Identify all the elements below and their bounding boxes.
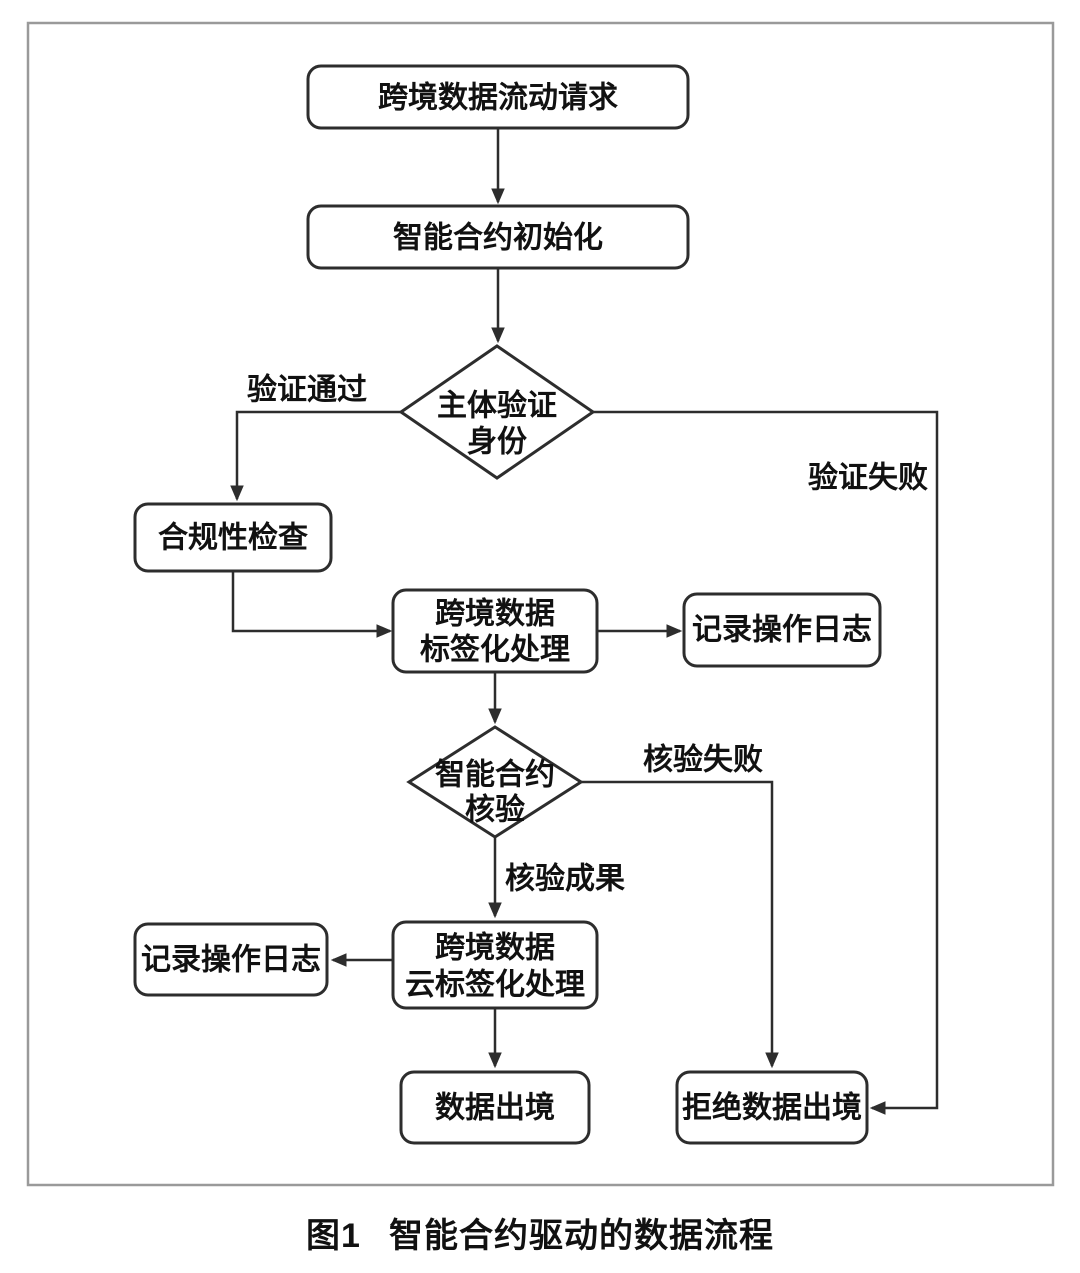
figure-caption-title: 智能合约驱动的数据流程	[388, 1217, 774, 1255]
node-compliance-label: 合规性检查	[158, 521, 308, 555]
node-labeling-label-line1: 跨境数据	[435, 597, 555, 631]
node-identity-check-diamond	[398, 344, 596, 480]
node-compliance	[133, 502, 333, 573]
node-identity-check-label-line2: 身份	[467, 426, 527, 459]
node-labeling-label-line2: 标签化处理	[420, 633, 570, 667]
node-reject-exit-label: 拒绝数据出境	[682, 1091, 862, 1125]
node-request	[306, 64, 690, 130]
edge-check-fail-to-reject	[580, 780, 779, 1069]
edge-identity-pass-to-compliance	[230, 410, 401, 502]
node-identity-check-label-line1: 主体验证	[437, 389, 557, 423]
node-init	[306, 204, 690, 270]
node-log-left	[133, 922, 329, 997]
node-cloud-labeling-label-line2: 云标签化处理	[405, 968, 585, 1002]
node-contract-check-diamond	[406, 725, 584, 839]
diagram-frame	[26, 21, 1055, 1187]
figure-caption-number: 图1	[306, 1217, 361, 1255]
edge-compliance-to-labeling	[231, 571, 393, 638]
node-cloud-labeling-label-line1: 跨境数据	[435, 931, 555, 965]
node-log-right-label: 记录操作日志	[692, 614, 872, 647]
edge-label-verify-fail: 验证失败	[808, 461, 928, 495]
node-data-exit	[399, 1070, 591, 1145]
node-reject-exit	[675, 1070, 869, 1145]
node-contract-check-label-line2: 核验	[465, 793, 525, 827]
node-init-label: 智能合约初始化	[393, 221, 603, 255]
node-log-right	[682, 592, 882, 668]
edge-identity-fail-to-reject	[593, 410, 939, 1115]
node-data-exit-label: 数据出境	[435, 1091, 555, 1125]
edge-label-check-fail: 核验失败	[643, 743, 763, 777]
figure-caption: 图1 智能合约驱动的数据流程	[0, 1208, 1080, 1257]
node-contract-check-label-line1: 智能合约	[435, 758, 555, 792]
node-request-label: 跨境数据流动请求	[378, 81, 618, 115]
edge-label-check-result: 核验成果	[505, 862, 625, 896]
edge-label-verify-pass: 验证通过	[247, 373, 367, 407]
node-log-left-label: 记录操作日志	[141, 944, 321, 977]
node-labeling	[391, 588, 599, 674]
node-cloud-labeling	[391, 920, 599, 1010]
